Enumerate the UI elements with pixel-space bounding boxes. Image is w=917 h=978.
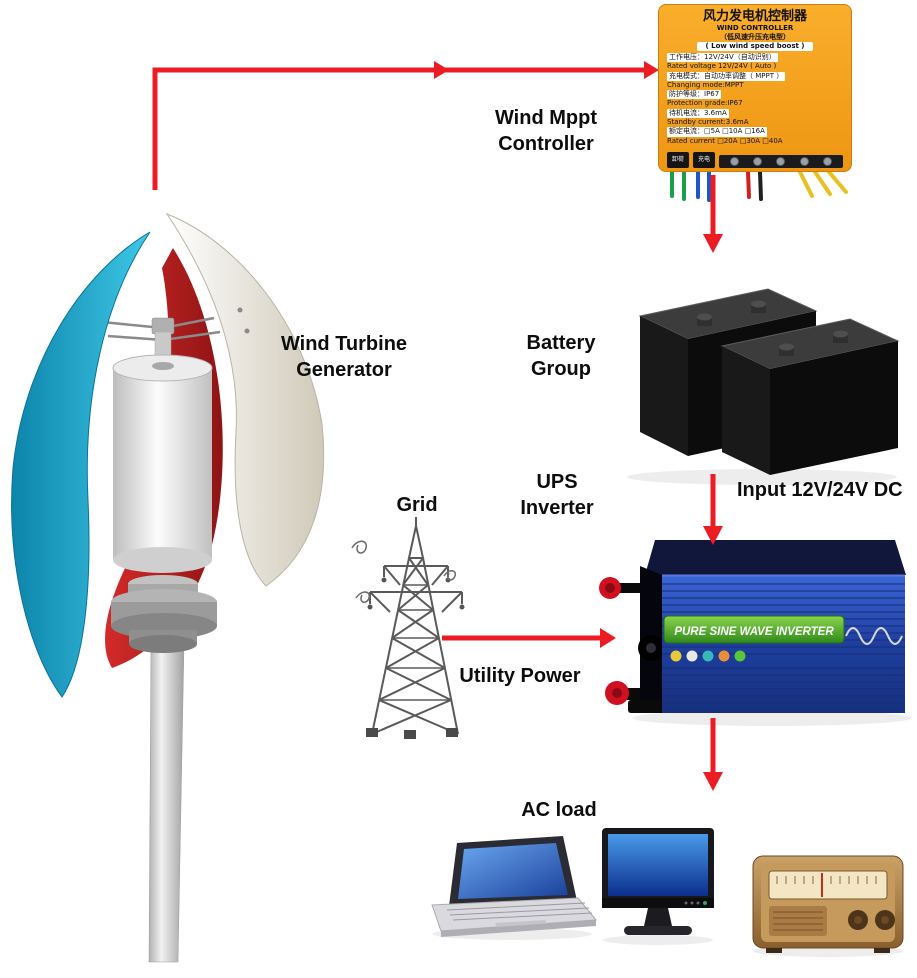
wind-controller-device: 风力发电机控制器 WIND CONTROLLER （低风速升压充电型） ( Lo… <box>658 4 852 172</box>
label-line: Wind Mppt <box>494 107 597 129</box>
controller-spec-line: Rated current □20A □30A □40A <box>667 136 783 145</box>
label-line: UPS <box>536 471 578 493</box>
terminal-screw <box>753 157 763 166</box>
controller-spec-line: Standby current:3.6mA <box>667 118 749 127</box>
inverter-strip-text: PURE SINE WAVE INVERTER <box>674 626 834 638</box>
label-ups-inverter: UPS Inverter <box>487 469 627 521</box>
label-line: Battery <box>526 332 596 354</box>
flow-arrows <box>152 61 723 791</box>
controller-subtitle: ( Low wind speed boost ) <box>697 42 813 51</box>
inverter-badge-icons <box>670 650 746 662</box>
controller-spec-line: 额定电流：□5A □10A □16A <box>667 127 767 137</box>
terminal-screw <box>799 157 809 166</box>
label-line: Inverter <box>520 497 594 519</box>
radio-illustration <box>752 855 904 953</box>
controller-specs: 工作电压：12V/24V（自动识别） Rated voltage 12V/24V… <box>667 53 843 146</box>
label-line: Generator <box>296 359 392 381</box>
label-line: Wind Turbine <box>280 333 408 355</box>
label-wind-mppt-controller: Wind Mppt Controller <box>446 105 646 157</box>
controller-terminal-block: 充电 <box>693 152 715 168</box>
monitor-illustration <box>602 828 714 935</box>
battery-group-illustration <box>638 288 900 475</box>
controller-spec-line: Rated voltage 12V/24V ( Auto ) <box>667 62 777 71</box>
controller-spec-line: 充电模式：自动功率调整（ MPPT ） <box>667 71 786 81</box>
inverter-illustration: PURE SINE WAVE INVERTER <box>599 540 906 713</box>
controller-spec-line: 工作电压：12V/24V（自动识别） <box>667 53 778 63</box>
controller-spec-line: Protection grade:IP67 <box>667 99 743 108</box>
label-line: Group <box>531 358 591 380</box>
label-grid: Grid <box>396 494 438 516</box>
label-utility-power: Utility Power <box>459 665 581 687</box>
terminal-screw <box>822 157 832 166</box>
label-input-dc: Input 12V/24V DC <box>737 479 903 501</box>
controller-terminal-strip <box>719 155 843 168</box>
controller-spec-line: Changing mode:MPPT <box>667 80 744 89</box>
controller-terminal-block: 卸荷 <box>667 152 689 168</box>
controller-title: 风力发电机控制器 <box>702 9 807 24</box>
controller-wires <box>670 170 848 202</box>
shadows <box>432 469 912 957</box>
label-line: Controller <box>498 133 594 155</box>
laptop-illustration <box>431 836 597 937</box>
controller-spec-line: 待机电流：3.6mA <box>667 108 729 119</box>
controller-terminals: 卸荷 充电 <box>667 148 843 168</box>
controller-subtitle: （低风速升压充电型） <box>720 33 790 41</box>
label-wind-turbine-generator: Wind Turbine Generator <box>244 331 444 383</box>
controller-spec-line: 防护等级：IP67 <box>667 90 722 100</box>
label-ac-load: AC load <box>521 799 597 821</box>
terminal-screw <box>776 157 786 166</box>
wind-turbine-illustration <box>11 212 325 963</box>
label-battery-group: Battery Group <box>476 330 646 382</box>
controller-subtitle: WIND CONTROLLER <box>716 24 794 32</box>
terminal-screw <box>730 157 740 166</box>
grid-tower-illustration <box>351 517 465 739</box>
